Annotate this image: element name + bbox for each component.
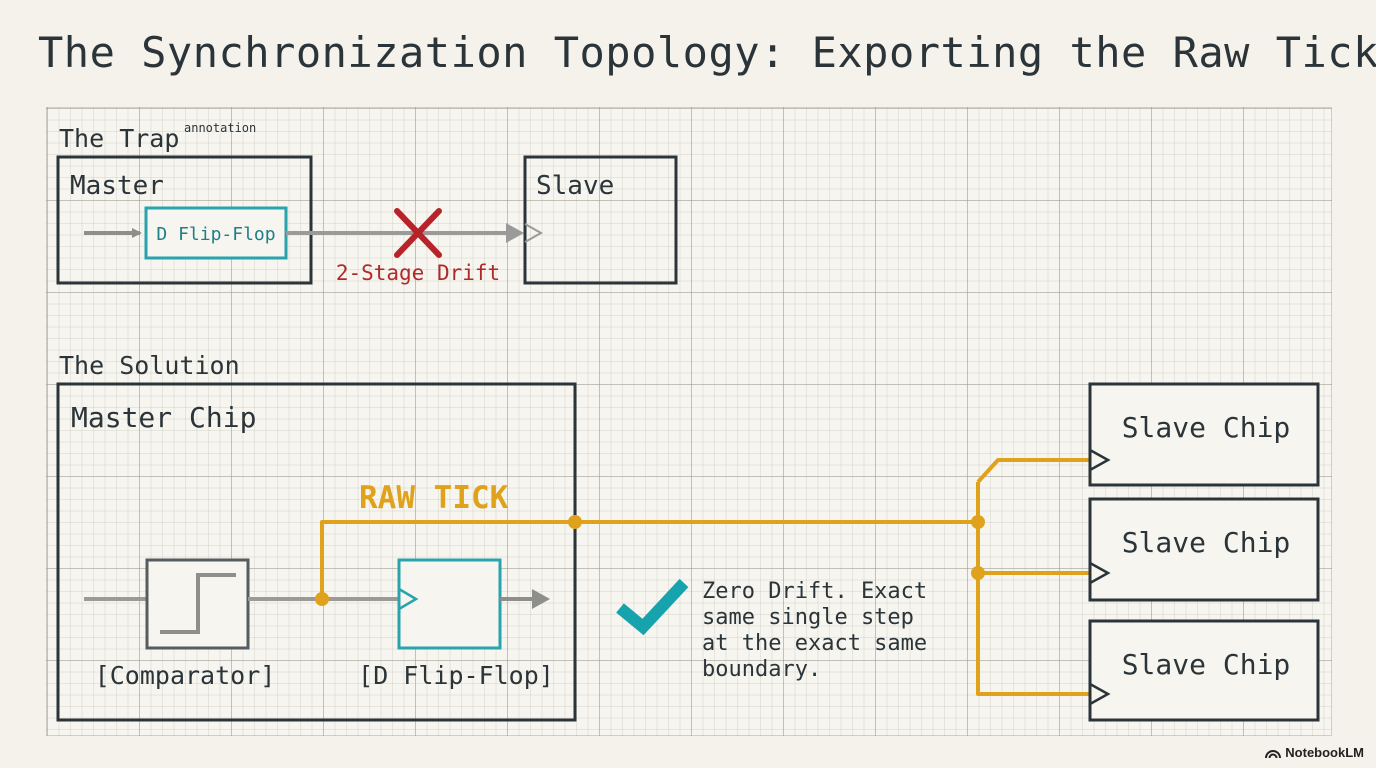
trap-slave-box: [523, 155, 678, 285]
notebooklm-watermark: NotebookLM: [1265, 745, 1364, 760]
slave-chip-2: Slave Chip: [1088, 497, 1320, 602]
slave-chip-1: Slave Chip: [1088, 382, 1320, 487]
comparator-label: [Comparator]: [95, 661, 276, 690]
checkmark-icon: [616, 578, 689, 636]
trap-master-label: Master: [70, 171, 164, 201]
solution-heading: The Solution: [59, 351, 240, 380]
footer-brand: NotebookLM: [1285, 745, 1364, 760]
slave-clock-notch: [1089, 682, 1111, 706]
master-chip-label: Master Chip: [71, 401, 256, 434]
flipflop-clock-notch: [398, 587, 419, 611]
raw-tick-label: RAW TICK: [359, 480, 509, 516]
trap-heading: The Trap: [59, 124, 179, 153]
notebooklm-logo-icon: [1265, 749, 1282, 758]
note-line: Zero Drift. Exact: [702, 579, 927, 604]
comparator-step-icon: [160, 573, 236, 634]
slave-chip-label: Slave Chip: [1122, 648, 1291, 681]
trap-slave-label: Slave: [536, 171, 614, 201]
slave-chip-3: Slave Chip: [1088, 619, 1320, 722]
zero-drift-note: Zero Drift. Exact same single step at th…: [702, 579, 927, 682]
slave-clock-notch: [1089, 561, 1111, 585]
drift-label: 2-Stage Drift: [336, 261, 500, 285]
master-chip-box: [56, 382, 577, 722]
note-line: boundary.: [702, 657, 821, 682]
note-line: at the exact same: [702, 631, 927, 656]
trap-slave-clock-notch: [524, 223, 544, 243]
trap-master-box: [56, 155, 313, 285]
slave-clock-notch: [1089, 448, 1111, 472]
note-line: same single step: [702, 605, 914, 630]
trap-flipflop-label: D Flip-Flop: [156, 224, 275, 245]
slave-chip-label: Slave Chip: [1122, 526, 1291, 559]
page-title: The Synchronization Topology: Exporting …: [38, 28, 1376, 77]
flipflop-label: [D Flip-Flop]: [358, 661, 554, 690]
flipflop-box: [397, 558, 502, 650]
trap-annotation: annotation: [184, 121, 256, 135]
trap-output-arrowhead: [506, 223, 524, 243]
slave-chip-label: Slave Chip: [1122, 411, 1291, 444]
flipflop-output-arrowhead: [532, 589, 550, 609]
raw-tick-junctions: [315, 515, 985, 606]
trap-flipflop-box: [144, 206, 288, 260]
x-mark-icon: [394, 208, 442, 258]
